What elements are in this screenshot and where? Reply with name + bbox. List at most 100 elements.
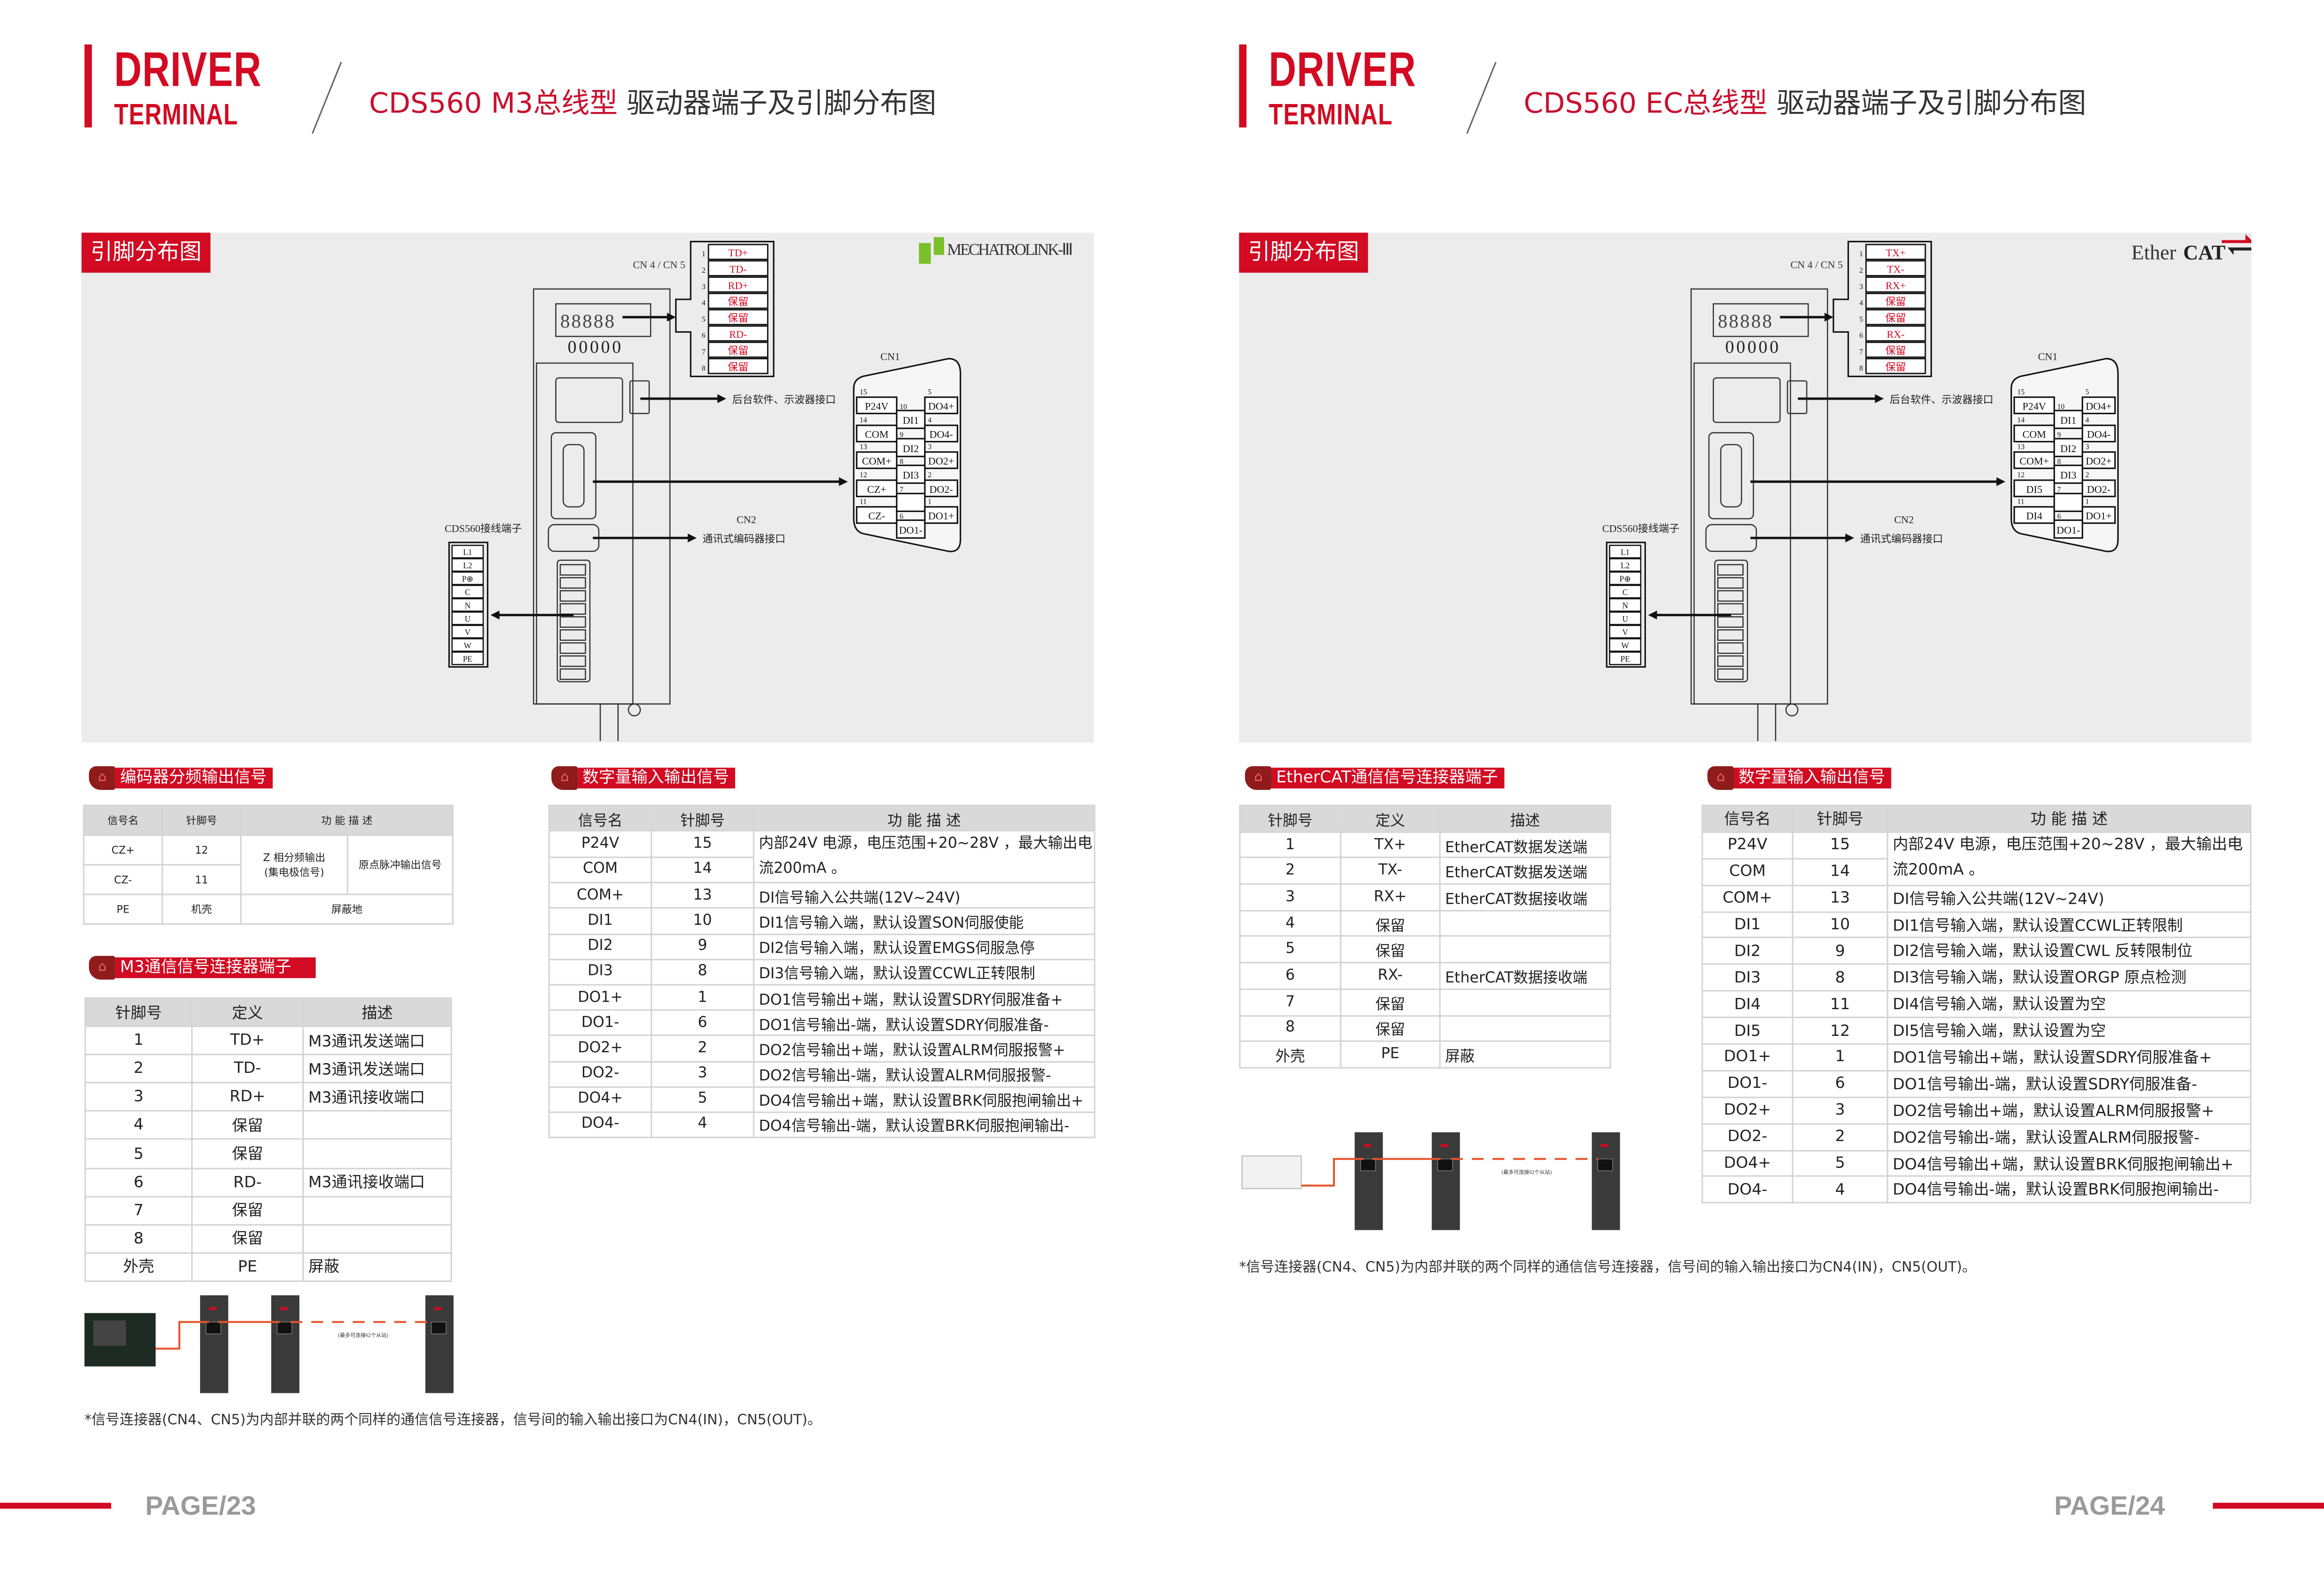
power-pin-cell <box>451 585 484 599</box>
cn45-pin-number: 2 <box>1859 267 1863 275</box>
cn45-pin-cell <box>1865 244 1926 260</box>
column-header: 针脚号 <box>161 804 242 836</box>
cn45-pin-cell <box>1865 276 1926 293</box>
table-cell: DO2+ <box>548 1034 652 1062</box>
power-pin-label: W <box>464 641 472 650</box>
cn45-pin-cell <box>1865 358 1926 374</box>
ground-screw <box>1785 703 1799 717</box>
table-cell: 3 <box>650 1060 755 1087</box>
power-pin-label: L2 <box>1621 561 1630 570</box>
table-cell: 4 <box>1239 909 1341 937</box>
power-pin-cell <box>451 544 484 558</box>
terminal-slot <box>1717 629 1744 641</box>
table-cell: 外壳 <box>84 1252 193 1282</box>
table-cell: TD- <box>191 1054 304 1084</box>
table-cell: 13 <box>1792 884 1889 913</box>
table-cell: DO1- <box>548 1009 652 1037</box>
header-driver: DRIVER <box>114 41 262 97</box>
cn1-pin-label: COM+ <box>2019 455 2049 467</box>
cn1-pin-number: 14 <box>860 417 867 424</box>
header-row: 信号名针脚号功 能 描 述 <box>1701 804 2252 833</box>
column-header: 描述 <box>1439 804 1611 833</box>
terminal-slot <box>1717 642 1744 654</box>
section-title: EtherCAT通信信号连接器端子 <box>1272 767 1504 788</box>
power-pin-label: P⊕ <box>462 575 473 584</box>
table-cell <box>1439 1014 1611 1042</box>
table-cell: 4 <box>1792 1175 1889 1204</box>
cn1-port <box>551 432 596 520</box>
table-cell: COM+ <box>548 882 652 909</box>
logo-text-cat: CAT <box>2183 241 2225 264</box>
title-text: 驱动器端子及引脚分布图 <box>618 87 937 120</box>
table-cell: 7 <box>1239 988 1341 1016</box>
cn45-pin-number: 5 <box>702 315 706 323</box>
table-cell: DO1信号输出-端，默认设置SDRY伺服准备- <box>1886 1070 2252 1098</box>
display-buttons: 00000 <box>568 337 624 357</box>
table-cell: 保留 <box>1340 936 1441 964</box>
cn45-pin-number: 7 <box>702 348 706 356</box>
drive-logo <box>280 1307 288 1310</box>
table-cell: RD+ <box>191 1082 304 1112</box>
terminal-slot <box>1717 577 1744 589</box>
cn45-pin-number: 4 <box>702 299 706 307</box>
table-cell: 6 <box>1239 962 1341 990</box>
cn45-pin-cell <box>1865 309 1926 326</box>
title-model: CDS560 EC总线型 <box>1523 87 1768 120</box>
table-cell: 3 <box>84 1082 193 1112</box>
cn1-pin-number: 9 <box>900 431 903 439</box>
arrow-head <box>687 533 697 543</box>
cn45-title: CN 4 / CN 5 <box>1790 259 1843 271</box>
table-cell: DI3 <box>548 958 652 986</box>
section-encoder: ⌂编码器分频输出信号 <box>89 766 273 790</box>
logo-arrow-dark <box>2227 247 2252 255</box>
table-cell: 2 <box>650 1034 755 1062</box>
section-ethercat: ⌂EtherCAT通信信号连接器端子 <box>1245 766 1504 790</box>
column-header: 定义 <box>191 997 304 1027</box>
terminal-slot <box>559 564 586 576</box>
column-header: 针脚号 <box>650 804 755 832</box>
table-cell: COM <box>548 856 652 884</box>
power-pin-cell <box>1609 571 1642 585</box>
cn1-pin-cell <box>2081 396 2116 415</box>
led-display: 88888 <box>560 310 616 332</box>
table-cell: 外壳 <box>1239 1041 1341 1069</box>
table-cell <box>1439 936 1611 964</box>
cn1-pin-label: DI2 <box>903 443 919 454</box>
header-accent-bar <box>84 44 92 128</box>
cn45-pin-label: 保留 <box>1885 312 1906 324</box>
column-header: 功 能 描 述 <box>1886 804 2252 833</box>
table-cell: 原点脉冲输出信号 <box>347 834 454 895</box>
power-pin-label: U <box>1622 615 1628 624</box>
cn1-pin-cell <box>2013 479 2055 498</box>
cn1-pin-label: DO2+ <box>928 455 954 467</box>
power-terminal-title: CDS560接线端子 <box>1602 523 1679 535</box>
cn1-pin-label: DO2- <box>2087 484 2110 495</box>
logo-arrow-red <box>2221 234 2252 243</box>
cn45-pin-cell <box>708 358 768 374</box>
cn1-pin-number: 14 <box>2017 417 2025 424</box>
cn1-pin-label: DO4+ <box>2086 401 2112 412</box>
drive-logo <box>1601 1144 1609 1147</box>
power-pin-label: V <box>465 628 471 637</box>
servo-drive-photo <box>1592 1132 1620 1230</box>
table-cell: 13 <box>650 882 755 909</box>
cn45-outline <box>675 241 775 378</box>
cn1-pin-cell <box>856 479 898 498</box>
table-cell: DO1- <box>1701 1070 1794 1098</box>
footnote: *信号连接器(CN4、CN5)为内部并联的两个同样的通信信号连接器，信号间的输入… <box>1239 1259 1976 1276</box>
usb-label: 后台软件、示波器接口 <box>732 394 836 405</box>
table-row: CZ-11 <box>83 864 453 895</box>
table-cell: DO4信号输出-端，默认设置BRK伺服抱闸输出- <box>752 1111 1095 1138</box>
cn45-pin-cell <box>1865 260 1926 276</box>
table-cell: 保留 <box>1340 909 1441 937</box>
table-cell: M3通讯发送端口 <box>302 1026 452 1056</box>
table-cell: TD+ <box>191 1026 304 1056</box>
